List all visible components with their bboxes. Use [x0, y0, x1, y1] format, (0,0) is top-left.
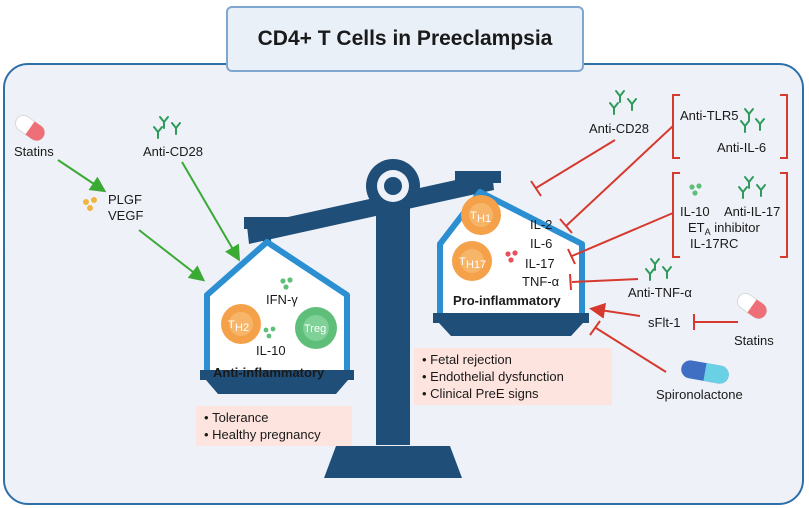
il10-left-label: IL-10 [256, 343, 286, 358]
outcome-item: Clinical PreE signs [422, 385, 604, 402]
outcome-item: Endothelial dysfunction [422, 368, 604, 385]
sflt1-arrow [589, 302, 641, 319]
statins-left-label: Statins [14, 144, 54, 159]
il6-label: IL-6 [530, 236, 552, 251]
anti-cd28-inhibit-line [535, 139, 616, 189]
anti-il17-label: Anti-IL-17 [724, 204, 780, 219]
treg-cell: Treg [295, 307, 337, 349]
plgf-label: PLGF [108, 192, 142, 207]
tnfa-label: TNF-α [522, 274, 560, 289]
cytokine-dots-icon [263, 326, 276, 339]
th1-t: T [470, 210, 477, 222]
plgf-to-house-arrow [138, 229, 206, 282]
cytokine-dots-icon [280, 277, 293, 290]
vegf-label: VEGF [108, 208, 143, 223]
statins-to-plgf-arrow [57, 159, 107, 193]
anti-il6-label: Anti-IL-6 [717, 140, 766, 155]
anti-tlr5-label: Anti-TLR5 [680, 108, 739, 123]
spironolactone-inhibit-line [595, 327, 667, 373]
anti-tnfa-label: Anti-TNF-α [628, 285, 692, 300]
il17rc-label: IL-17RC [690, 236, 738, 251]
treg-label: Treg [304, 323, 326, 335]
bracket2-inhibit-line [571, 212, 674, 257]
pill-icon [14, 114, 46, 142]
cytokine-dots-icon [689, 183, 702, 196]
il2-label: IL-2 [530, 217, 552, 232]
spironolactone-label: Spironolactone [656, 387, 743, 402]
cytokine-dots-icon [83, 197, 97, 211]
bracket1-inhibit-line [565, 125, 674, 227]
bracket-right-top [780, 94, 788, 159]
th2-label: H2 [235, 322, 249, 334]
anti-cd28-to-house-arrow [181, 161, 241, 262]
right-outcomes-note: Fetal rejection Endothelial dysfunction … [414, 348, 612, 405]
th17-t: T [459, 256, 466, 268]
il17-label: IL-17 [525, 256, 555, 271]
pill-icon [736, 292, 768, 320]
left-outcomes-note: Tolerance Healthy pregnancy [196, 406, 352, 446]
il10-right-label: IL-10 [680, 204, 710, 219]
outcome-item: Fetal rejection [422, 351, 604, 368]
anti-cd28-left-label: Anti-CD28 [143, 144, 203, 159]
th1-label: H1 [477, 213, 491, 225]
th17-cell: T H17 [452, 241, 492, 281]
cytokine-dots-icon [505, 250, 518, 263]
sflt1-label: sFlt-1 [648, 315, 681, 330]
bracket-left-mid [672, 172, 680, 258]
anti-inflammatory-label: Anti-inflammatory [213, 365, 325, 380]
th17-label: H17 [466, 259, 486, 271]
outcome-item: Tolerance [204, 409, 344, 426]
th1-cell: T H1 [461, 195, 501, 235]
anti-tnfa-inhibit-line [571, 278, 639, 283]
balance-scale [244, 159, 501, 478]
pro-inflammatory-label: Pro-inflammatory [453, 293, 561, 308]
th2-cell: T H2 [221, 304, 261, 344]
outcome-item: Healthy pregnancy [204, 426, 344, 443]
eta-inhibitor-label: ETA inhibitor [688, 220, 760, 237]
capsule-icon [681, 360, 729, 384]
th2-t: T [228, 319, 235, 331]
anti-cd28-right-label: Anti-CD28 [589, 121, 649, 136]
bracket-right-mid [780, 172, 788, 258]
statins-right-label: Statins [734, 333, 774, 348]
page-title: CD4+ T Cells in Preeclampsia [226, 6, 584, 72]
ifn-gamma-label: IFN-γ [266, 292, 298, 307]
